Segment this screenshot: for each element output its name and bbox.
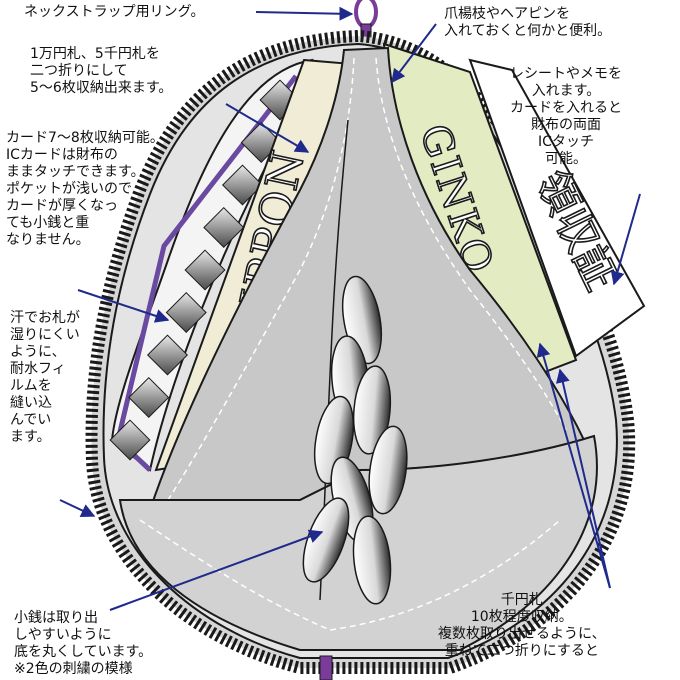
note-hairpin: 爪楊枝やヘアピンを 入れておくと何かと便利。 <box>444 6 612 39</box>
arrow-coins <box>109 529 324 611</box>
note-coins: 小銭は取り出 しやすいように 底を丸くしています。 ※2色の刺繍の模様 <box>14 610 153 677</box>
stud-3 <box>146 334 189 376</box>
arrow-strap-ring <box>255 6 354 21</box>
note-cards: カード7〜8枚収納可能。 ICカードは財布の ままタッチできます。 ポケットが浅… <box>6 130 164 248</box>
stud-5 <box>184 249 226 291</box>
arrow-thousand-1 <box>536 342 611 589</box>
note-bills: 1万円札、5千円札を 二つ折りにして 5〜6枚収納出来ます。 <box>30 46 173 96</box>
arrow-receipt <box>610 193 641 286</box>
stud-7 <box>221 164 264 206</box>
note-strap-ring: ネックストラップ用リング。 <box>24 4 205 20</box>
stud-2 <box>128 376 170 419</box>
coins-stack <box>302 275 408 605</box>
card-pocket <box>109 58 314 472</box>
note-thousand: 千円札 10枚程度収納。 複数枚取り出せるように、 重ねて二つ折りにすると <box>438 592 606 659</box>
stud-4 <box>165 291 207 334</box>
arrow-hairpin <box>391 23 437 84</box>
stud-1 <box>109 419 151 461</box>
zipper-pull <box>319 655 333 680</box>
strap-ring <box>354 0 378 39</box>
note-waterproof: 汗でお札が 湿りにくい ように、 耐水フィ ルムを 縫い込 んでい ます。 <box>10 310 80 445</box>
arrow-thousand-2 <box>555 368 611 589</box>
coin-4 <box>352 365 392 455</box>
note-receipt: レシートやメモを 入れます。 カードを入れると 財布の両面 ICタッチ 可能。 <box>510 66 622 167</box>
arrow-cards <box>77 289 170 323</box>
coin-6 <box>368 425 408 515</box>
arrow-bills <box>225 103 310 153</box>
stud-6 <box>203 206 245 249</box>
annotation-arrows <box>59 6 641 611</box>
coin-8 <box>352 515 392 605</box>
arrow-waterproof <box>59 499 96 517</box>
